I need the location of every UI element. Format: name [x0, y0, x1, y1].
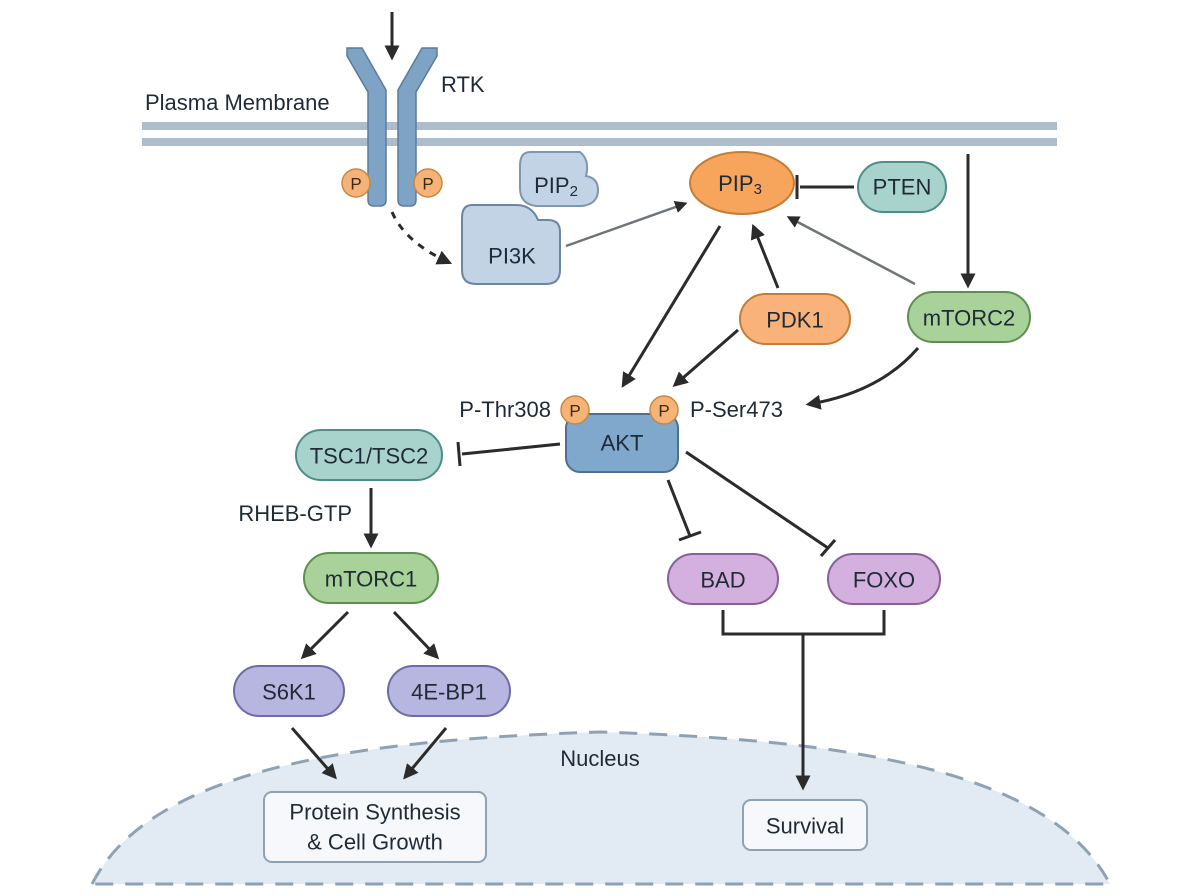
- rtk-to-pi3k-arrow: [390, 211, 453, 265]
- pip3-to-akt-arrow: [621, 225, 722, 388]
- tsc-node: TSC1/TSC2: [295, 429, 443, 481]
- nucleus-label: Nucleus: [560, 746, 639, 771]
- svg-text:PDK1: PDK1: [766, 308, 823, 333]
- svg-text:Protein Synthesis: Protein Synthesis: [289, 800, 460, 825]
- pi3k-to-pip3-arrow: [565, 201, 688, 248]
- p-ser473-label: P-Ser473: [690, 397, 783, 422]
- svg-text:PIP2: PIP2: [534, 173, 578, 200]
- rtk-label: RTK: [441, 72, 485, 97]
- mtorc2-to-akt-arrow: [805, 347, 920, 410]
- mtorc2-to-pip3-arrow: [786, 216, 916, 286]
- pip2-subscript: 2: [570, 183, 578, 200]
- akt-inhibits-foxo: [685, 450, 837, 557]
- svg-text:mTORC1: mTORC1: [325, 567, 418, 592]
- svg-text:P: P: [658, 402, 669, 421]
- survival-box: Survival: [742, 799, 868, 851]
- pip3-node: PIP3: [689, 151, 795, 215]
- rtk-receptor: [346, 47, 438, 207]
- svg-text:4E-BP1: 4E-BP1: [411, 680, 487, 705]
- mtorc1-node: mTORC1: [303, 552, 439, 604]
- plasma-membrane-label: Plasma Membrane: [145, 90, 330, 115]
- akt-inhibits-tsc: [456, 441, 561, 467]
- mtorc1-to-s6k1-arrow: [300, 610, 350, 660]
- mtorc2-node: mTORC2: [907, 291, 1031, 343]
- svg-text:PIP3: PIP3: [718, 171, 762, 198]
- akt-phospho-ser473: P: [649, 395, 679, 425]
- svg-text:& Cell Growth: & Cell Growth: [307, 830, 443, 855]
- svg-text:Survival: Survival: [766, 814, 844, 839]
- pdk1-to-akt-arrow: [672, 328, 739, 387]
- bad-node: BAD: [667, 553, 779, 605]
- s6k1-node: S6K1: [233, 665, 345, 717]
- survival-bracket: [721, 610, 886, 791]
- pdk1-to-pip3-arrow: [750, 223, 780, 289]
- svg-text:BAD: BAD: [700, 568, 745, 593]
- akt-node: AKT: [565, 413, 679, 473]
- p-thr308-label: P-Thr308: [459, 397, 551, 422]
- pip3-label: PIP: [718, 171, 753, 196]
- svg-text:FOXO: FOXO: [853, 568, 915, 593]
- pten-node: PTEN: [857, 161, 947, 213]
- pip2-node: PIP2: [519, 151, 600, 207]
- svg-text:PI3K: PI3K: [488, 244, 536, 269]
- protein-synthesis-box: Protein Synthesis & Cell Growth: [263, 791, 487, 863]
- svg-text:P: P: [569, 402, 580, 421]
- svg-text:P: P: [350, 175, 361, 194]
- rtk-phospho-left: P: [341, 168, 371, 198]
- akt-phospho-thr308: P: [560, 395, 590, 425]
- 4ebp1-node: 4E-BP1: [387, 665, 511, 717]
- svg-text:S6K1: S6K1: [262, 680, 316, 705]
- rheb-gtp-label: RHEB-GTP: [238, 501, 352, 526]
- pip2-label: PIP: [534, 173, 569, 198]
- pip3-subscript: 3: [754, 181, 762, 198]
- foxo-node: FOXO: [827, 553, 941, 605]
- svg-text:TSC1/TSC2: TSC1/TSC2: [310, 444, 429, 469]
- 4ebp1-to-protein-arrow: [403, 727, 448, 780]
- s6k1-to-protein-arrow: [290, 727, 337, 780]
- plasma-membrane: [142, 122, 1057, 146]
- akt-inhibits-bad: [666, 479, 702, 542]
- pdk1-node: PDK1: [739, 293, 851, 345]
- mtorc1-to-4ebp1-arrow: [392, 610, 440, 660]
- svg-text:P: P: [422, 175, 433, 194]
- pi3k-node: PI3K: [461, 204, 561, 285]
- pten-inhibits-pip3: [795, 175, 854, 199]
- svg-text:PTEN: PTEN: [873, 175, 932, 200]
- svg-text:mTORC2: mTORC2: [923, 306, 1016, 331]
- svg-text:AKT: AKT: [601, 431, 644, 456]
- rtk-phospho-right: P: [413, 168, 443, 198]
